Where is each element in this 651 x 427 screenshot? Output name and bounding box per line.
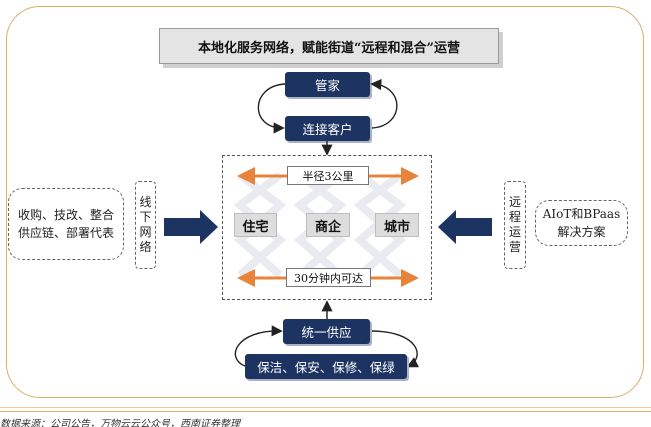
- bottom-divider: [0, 411, 651, 412]
- services-node: 保洁、保安、保修、保绿: [245, 354, 407, 379]
- remote-char-1: 远: [508, 195, 521, 209]
- connect-customers-node: 连接客户: [285, 116, 370, 141]
- offline-network-label: 线 下 网 络: [135, 181, 156, 269]
- offline-char-3: 网: [139, 225, 152, 239]
- outer-frame: [6, 6, 644, 398]
- bottom-divider-light: [0, 407, 651, 408]
- city-node: 城市: [375, 213, 419, 237]
- offline-char-1: 线: [139, 195, 152, 209]
- reach-time-label: 30分钟内可达: [286, 268, 371, 287]
- steward-node: 管家: [285, 72, 370, 97]
- remote-char-2: 程: [508, 210, 521, 224]
- aiot-line-2: 解决方案: [557, 225, 606, 239]
- remote-char-4: 营: [508, 240, 521, 254]
- unified-supply-node: 统一供应: [283, 319, 370, 344]
- offline-char-2: 下: [139, 210, 152, 224]
- remote-char-3: 运: [508, 225, 521, 239]
- diagram-title: 本地化服务网络，赋能街道“远程和混合”运营: [159, 28, 499, 64]
- source-note: 数据来源：公司公告，万物云云公众号，西南证券整理: [0, 419, 240, 427]
- radius-label: 半径3公里: [287, 166, 369, 185]
- offline-char-4: 络: [139, 240, 152, 254]
- residence-node: 住宅: [234, 213, 277, 237]
- aiot-solution-description: AIoT和BPaas 解决方案: [535, 200, 628, 246]
- business-node: 商企: [306, 213, 350, 237]
- aiot-line-1: AIoT和BPaas: [542, 207, 621, 221]
- remote-operation-label: 远 程 运 营: [504, 181, 526, 269]
- acquisition-description: 收购、技改、整合供应链、部署代表: [8, 188, 124, 260]
